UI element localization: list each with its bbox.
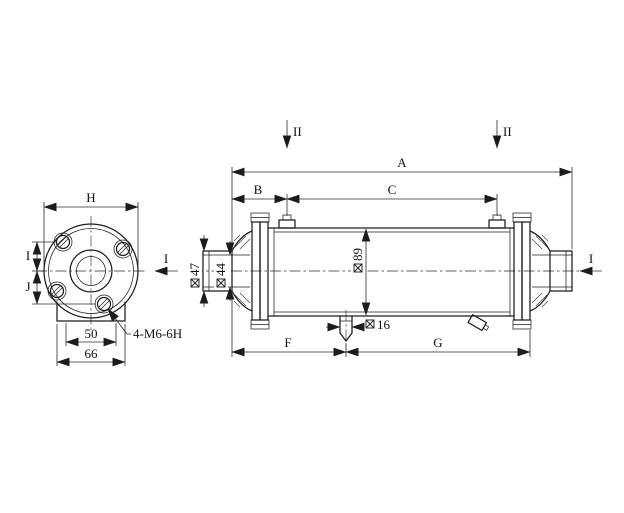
right-bonnet xyxy=(529,230,551,312)
hatch-lines xyxy=(233,234,251,308)
dim-h: H xyxy=(43,190,139,265)
dim-c: C xyxy=(286,182,498,216)
section-ii-right-label: II xyxy=(503,124,512,139)
thread-callout-label: 4-M6-6H xyxy=(133,326,182,341)
dia-nozzle-outer-label: 47 xyxy=(187,263,202,277)
dia-shell-89: 89 xyxy=(350,228,371,316)
diameter-symbol-icon xyxy=(216,278,226,288)
section-marker-ii-left: II xyxy=(282,120,302,149)
outlet-nozzle xyxy=(532,250,573,292)
dia-nozzle-inner-label: 44 xyxy=(213,263,228,277)
side-view: A B C F G xyxy=(187,155,582,357)
dia-shell-label: 89 xyxy=(350,248,365,261)
dim-f: F xyxy=(231,293,347,357)
shell-body xyxy=(267,227,515,317)
diameter-symbol-icon xyxy=(353,263,363,273)
top-port-left xyxy=(278,214,296,229)
section-ii-left-label: II xyxy=(293,124,302,139)
left-bonnet xyxy=(231,230,253,312)
dim-66-label: 66 xyxy=(85,346,99,361)
dim-66: 66 xyxy=(56,324,126,367)
dim-f-label: F xyxy=(284,335,291,350)
dim-a-label: A xyxy=(397,155,407,170)
view-marker-i-right: I xyxy=(579,251,602,276)
end-view: H I J 50 66 4-M6-6H xyxy=(25,190,182,367)
bolt-hole xyxy=(113,239,133,259)
view-i-right-label: I xyxy=(589,251,593,266)
dim-j-label: J xyxy=(25,279,30,294)
right-flange xyxy=(512,212,532,330)
dim-50-label: 50 xyxy=(85,326,98,341)
dim-b-label: B xyxy=(254,182,263,197)
dim-b: B xyxy=(231,182,288,216)
view-i-left-label: I xyxy=(164,251,168,266)
thread-callout: 4-M6-6H xyxy=(107,308,182,341)
bolt-hole xyxy=(47,281,67,301)
bolt-hole xyxy=(53,232,73,252)
hatch-lines xyxy=(531,234,549,308)
dim-j: J xyxy=(25,270,96,305)
dim-g-label: G xyxy=(433,335,442,350)
dia-drain-16: 16 xyxy=(326,317,391,332)
bolt-hole xyxy=(94,294,114,314)
end-view-centerlines xyxy=(36,216,146,332)
dim-overall-a: A xyxy=(231,155,573,249)
top-port-right xyxy=(488,214,506,229)
dia-nozzle-44: 44 xyxy=(213,241,235,301)
left-flange xyxy=(250,212,270,330)
diameter-symbol-icon xyxy=(190,278,200,288)
dim-c-label: C xyxy=(388,182,397,197)
dim-g: G xyxy=(345,330,531,357)
dim-h-label: H xyxy=(86,190,95,205)
section-marker-ii-right: II xyxy=(492,120,512,149)
dia-drain-label: 16 xyxy=(377,317,391,332)
section-markers: II II I I xyxy=(154,120,602,276)
view-marker-i-left: I xyxy=(154,251,178,276)
drain-plug xyxy=(467,314,490,332)
dim-50: 50 xyxy=(65,323,117,347)
dim-i-label: I xyxy=(26,248,30,263)
diameter-symbol-icon xyxy=(365,319,375,329)
dia-nozzle-47: 47 xyxy=(187,235,209,307)
